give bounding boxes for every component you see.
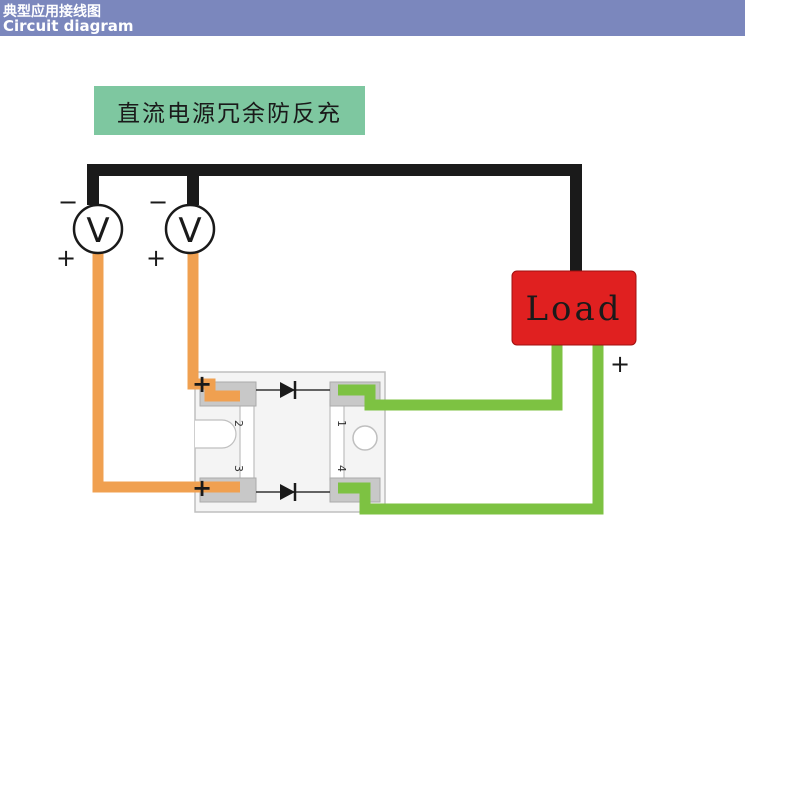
diode-icon [256,483,330,501]
header-title-en: Circuit diagram [3,17,134,35]
voltmeter-icon: V [72,203,124,255]
pin-number-4: 4 [335,465,348,472]
voltmeter-plus-sign: + [146,244,166,272]
pin-number-3: 3 [232,465,245,472]
load-block: Load [511,270,637,346]
load-plus-sign: + [610,350,630,378]
mounting-hole-icon [352,425,378,451]
voltmeter-plus-sign: + [56,244,76,272]
pin-number-2: 2 [232,420,245,427]
terminal-plus-sign: + [192,370,212,398]
load-label: Load [525,289,622,329]
voltmeter-symbol: V [86,211,109,251]
diagram-title: 直流电源冗余防反充 [117,100,342,127]
negative-wire [87,164,582,272]
diagram-title-box: 直流电源冗余防反充 [94,86,365,135]
mounting-slot [195,419,237,449]
terminal-plus-sign: + [192,474,212,502]
voltmeter-symbol: V [178,211,201,251]
source-positive-wire [92,252,240,493]
voltmeter-minus-sign: − [58,188,78,216]
header-title-cn: 典型应用接线图 [3,4,101,20]
voltmeter-icon: V [164,203,216,255]
diode-icon [256,381,330,399]
header-bar: 典型应用接线图 Circuit diagram [0,0,745,36]
load-positive-wire [338,345,604,515]
voltmeter-minus-sign: − [148,188,168,216]
pin-number-1: 1 [335,420,348,427]
